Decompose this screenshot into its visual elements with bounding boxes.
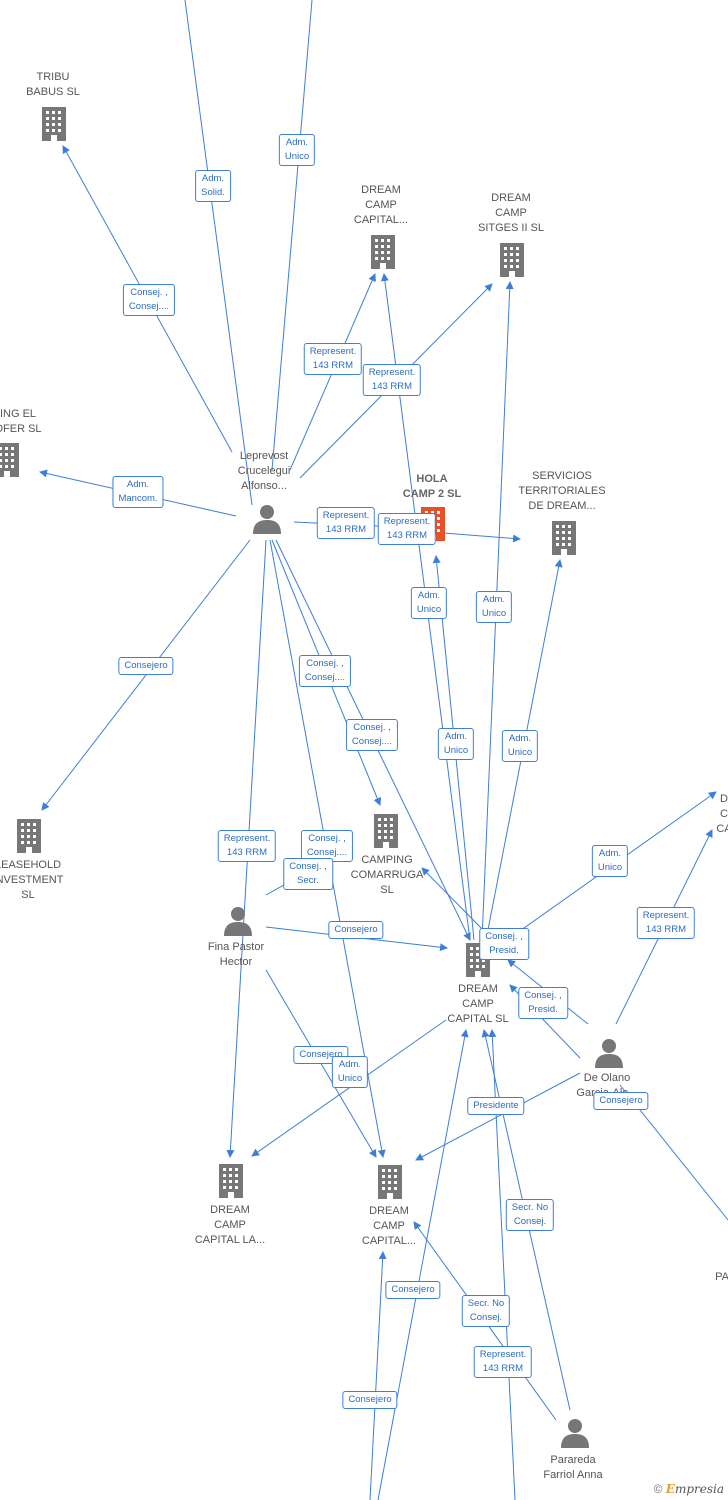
building-icon[interactable] (375, 1164, 405, 1200)
edge (377, 1029, 469, 1500)
relation-badge[interactable]: Represent. 143 RRM (316, 507, 376, 539)
person-icon[interactable] (594, 1037, 624, 1069)
edge (415, 1072, 581, 1161)
relation-badge[interactable]: Adm. Mancom. (112, 476, 164, 508)
relation-badge[interactable]: Represent. 143 RRM (217, 830, 277, 862)
node-label-fina-pastor: Fina Pastor Hector (207, 941, 265, 968)
relation-badge[interactable]: Consej. , Consej.... (345, 719, 399, 751)
brand-footer: © Empresia (654, 1482, 724, 1496)
node-label-tribu-babus: TRIBU BABUS SL (26, 71, 80, 98)
relation-badge[interactable]: Consejero (328, 921, 384, 939)
node-label-leprevost: Leprevost Crucelegui Alfonso... (237, 450, 291, 492)
edge (421, 867, 489, 936)
relation-badge[interactable]: Adm. Solid. (195, 170, 231, 202)
building-icon[interactable] (368, 234, 398, 270)
person-icon[interactable] (223, 905, 253, 937)
node-label-dream-camp-capital-bottom: DREAM CAMP CAPITAL... (361, 1205, 417, 1247)
relation-badge[interactable]: Secr. No Consej. (461, 1295, 511, 1327)
building-icon[interactable] (216, 1163, 246, 1199)
node-label-camping-comarruga: CAMPING COMARRUGA SL (350, 854, 424, 896)
relation-badge[interactable]: Adm. Unico (437, 728, 475, 760)
relation-badge[interactable]: Consej. , Consej.... (300, 830, 354, 862)
node-label-right-edge-top: D C CA (716, 793, 728, 835)
relation-badge[interactable]: Adm. Unico (475, 591, 513, 623)
edge (369, 1251, 387, 1500)
relation-badge[interactable]: Adm. Unico (501, 730, 539, 762)
relation-badge[interactable]: Consejero (118, 657, 174, 675)
edge (184, 0, 253, 506)
brand-name: mpresia (674, 1482, 724, 1496)
building-icon[interactable] (497, 242, 527, 278)
relation-badge[interactable]: Consej. , Secr. (283, 858, 333, 890)
node-label-hola-camp-2: HOLA CAMP 2 SL (402, 473, 462, 500)
node-label-dream-camp-capital-sl: DREAM CAMP CAPITAL SL (447, 983, 509, 1025)
relation-badge[interactable]: Adm. Unico (331, 1056, 369, 1088)
relation-badge[interactable]: Represent. 143 RRM (362, 364, 422, 396)
node-label-camping-el-sofer: ING EL OFER SL (0, 408, 42, 435)
building-icon[interactable] (39, 106, 69, 142)
relation-badge[interactable]: Represent. 143 RRM (473, 1346, 533, 1378)
relation-badge[interactable]: Adm. Unico (591, 845, 629, 877)
node-label-parareda: Parareda Farriol Anna (543, 1454, 603, 1481)
relation-badge[interactable]: Consejero (593, 1092, 649, 1110)
node-label-dream-camp-sitges: DREAM CAMP SITGES II SL (477, 192, 545, 234)
building-icon[interactable] (0, 442, 22, 478)
relation-badge[interactable]: Consej. , Presid. (518, 987, 568, 1019)
building-icon[interactable] (371, 813, 401, 849)
relation-badge[interactable]: Represent. 143 RRM (377, 513, 437, 545)
edge (271, 0, 313, 471)
person-icon[interactable] (252, 503, 282, 535)
brand-initial: E (665, 1482, 675, 1496)
relation-badge[interactable]: Consejero (342, 1391, 398, 1409)
brand-logo: Empresia (666, 1482, 724, 1496)
building-icon[interactable] (14, 818, 44, 854)
relation-badge[interactable]: Consej. , Consej.... (122, 284, 176, 316)
relation-badge[interactable]: Consejero (385, 1281, 441, 1299)
relation-badge[interactable]: Presidente (467, 1097, 525, 1115)
relation-badge[interactable]: Secr. No Consej. (505, 1199, 555, 1231)
node-label-dream-camp-capital-top: DREAM CAMP CAPITAL... (353, 184, 409, 226)
relation-badge[interactable]: Consej. , Consej.... (298, 655, 352, 687)
relation-badge[interactable]: Consej. , Presid. (479, 928, 529, 960)
building-icon[interactable] (549, 520, 579, 556)
relation-badge[interactable]: Represent. 143 RRM (303, 343, 363, 375)
relation-badge[interactable]: Represent. 143 RRM (636, 907, 696, 939)
node-label-dream-camp-capital-la: DREAM CAMP CAPITAL LA... (194, 1204, 266, 1246)
node-label-servicios-territoriales: SERVICIOS TERRITORIALES DE DREAM... (518, 470, 606, 512)
edge (251, 1019, 447, 1157)
copyright-symbol: © (653, 1482, 663, 1496)
relation-badge[interactable]: Adm. Unico (278, 134, 316, 166)
node-label-right-edge-bottom: PA (715, 1271, 728, 1283)
relation-badge[interactable]: Adm. Unico (410, 587, 448, 619)
edge (41, 539, 251, 811)
node-label-leasehold: LEASEHOLD INVESTMENT SL (0, 859, 64, 901)
person-icon[interactable] (560, 1417, 590, 1449)
